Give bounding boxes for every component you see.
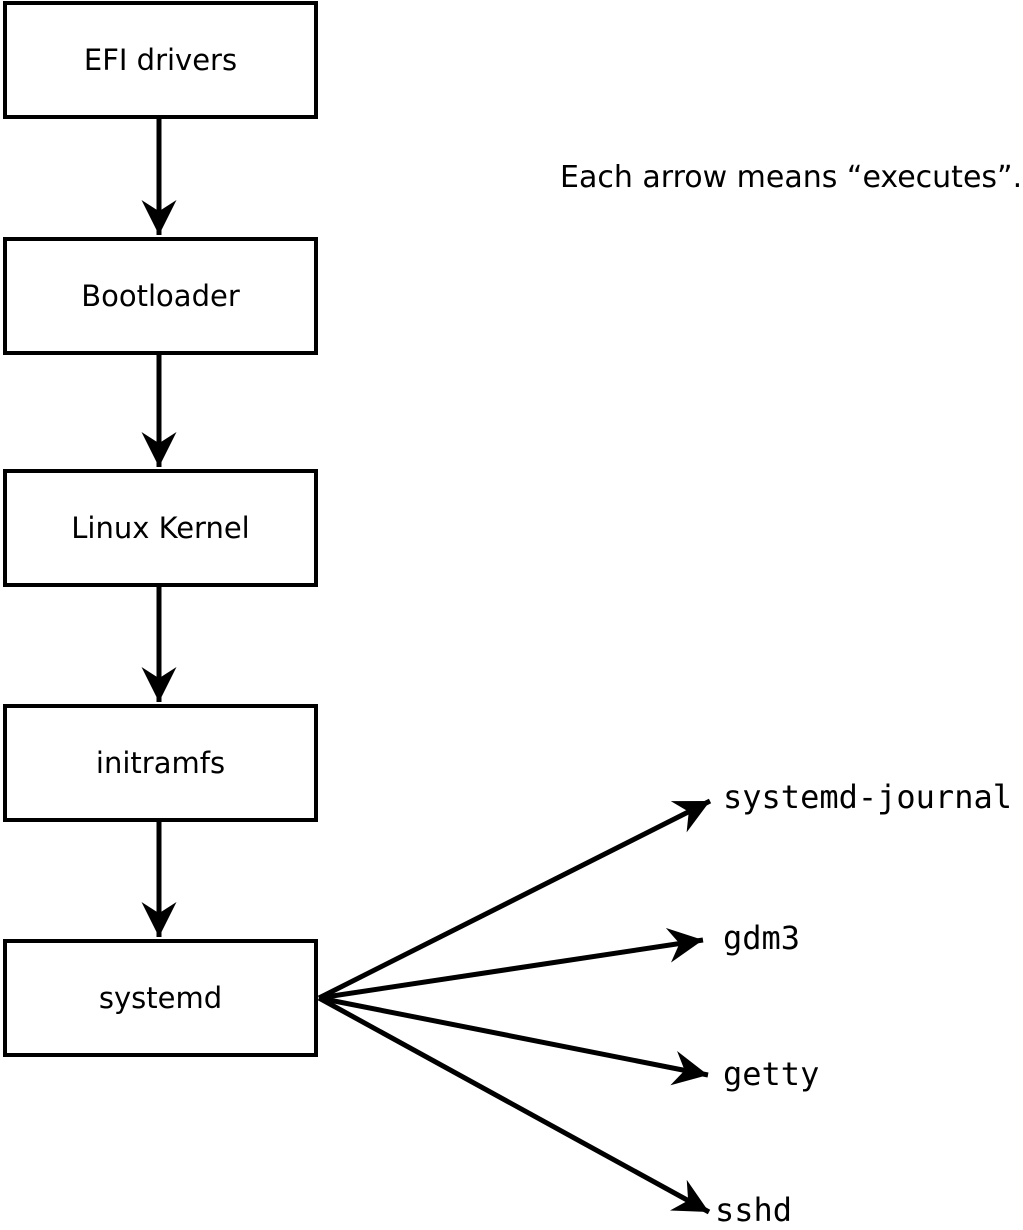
leaf-label-systemd-journal: systemd-journal [723, 778, 1012, 816]
leaf-label-getty: getty [723, 1055, 820, 1093]
leaf-label-sshd: sshd [715, 1191, 793, 1229]
caption: Each arrow means “executes”. [560, 160, 1023, 195]
box-efi-drivers: EFI drivers [3, 1, 318, 119]
box-linux-kernel-label: Linux Kernel [71, 510, 250, 545]
box-initramfs: initramfs [3, 704, 318, 822]
box-linux-kernel: Linux Kernel [3, 469, 318, 587]
box-bootloader-label: Bootloader [81, 278, 240, 313]
arrow-systemd-to-sshd [317, 995, 711, 1215]
box-systemd-label: systemd [98, 980, 223, 1015]
arrow-systemd-to-getty [318, 995, 709, 1086]
box-systemd: systemd [3, 939, 318, 1057]
box-initramfs-label: initramfs [95, 745, 226, 780]
box-efi-drivers-label: EFI drivers [83, 42, 238, 77]
arrow-systemd-to-journal [317, 798, 712, 1001]
leaf-label-gdm3: gdm3 [723, 919, 801, 957]
box-bootloader: Bootloader [3, 237, 318, 355]
arrow-systemd-to-gdm3 [318, 927, 704, 1001]
